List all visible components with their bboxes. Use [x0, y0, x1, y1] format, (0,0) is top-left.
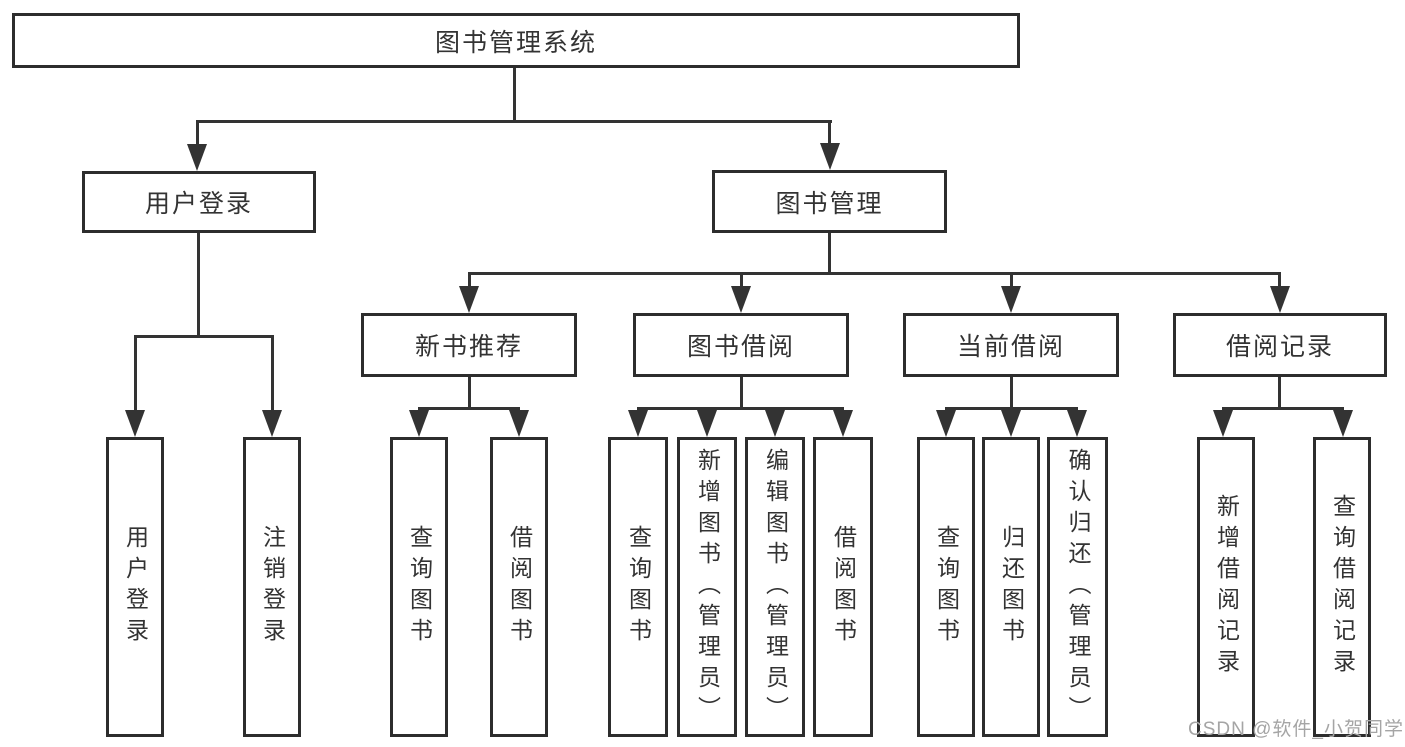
- connector-line: [418, 407, 520, 410]
- connector-arrowhead-down: [731, 286, 751, 313]
- connector-line: [740, 272, 743, 288]
- connector-line: [1278, 272, 1281, 288]
- connector-line: [1222, 407, 1344, 410]
- leaf-borrow-books-borrowing: 借阅图书: [813, 437, 873, 737]
- leaf-edit-book-admin: 编辑图书（管理员）: [745, 437, 805, 737]
- connector-line: [1278, 377, 1281, 409]
- leaf-add-borrow-record: 新增借阅记录: [1197, 437, 1255, 737]
- csdn-watermark: CSDN @软件_小贺同学: [1188, 719, 1404, 740]
- connector-line: [468, 272, 1281, 275]
- connector-arrowhead-down: [262, 410, 282, 437]
- connector-line: [134, 335, 137, 411]
- connector-arrowhead-down: [509, 410, 529, 437]
- node-borrowing-records: 借阅记录: [1173, 313, 1387, 377]
- connector-arrowhead-down: [833, 410, 853, 437]
- connector-line: [740, 377, 743, 409]
- connector-arrowhead-down: [765, 410, 785, 437]
- connector-line: [637, 407, 844, 410]
- connector-line: [468, 272, 471, 288]
- connector-arrowhead-down: [1001, 286, 1021, 313]
- node-user-login: 用户登录: [82, 171, 316, 233]
- connector-arrowhead-down: [1213, 410, 1233, 437]
- connector-line: [1010, 272, 1013, 288]
- node-book-management: 图书管理: [712, 170, 947, 233]
- leaf-return-book: 归还图书: [982, 437, 1040, 737]
- connector-line: [513, 68, 516, 120]
- node-new-book-recommend: 新书推荐: [361, 313, 577, 377]
- connector-line: [134, 335, 274, 338]
- connector-line: [196, 120, 832, 123]
- connector-line: [468, 377, 471, 409]
- connector-line: [196, 120, 199, 145]
- leaf-query-borrow-record: 查询借阅记录: [1313, 437, 1371, 737]
- leaf-borrow-books-recommend: 借阅图书: [490, 437, 548, 737]
- node-current-borrowing: 当前借阅: [903, 313, 1119, 377]
- leaf-query-books-recommend: 查询图书: [390, 437, 448, 737]
- connector-arrowhead-down: [697, 410, 717, 437]
- connector-line: [271, 335, 274, 411]
- leaf-logout: 注销登录: [243, 437, 301, 737]
- connector-arrowhead-down: [125, 410, 145, 437]
- leaf-confirm-return-admin: 确认归还（管理员）: [1047, 437, 1108, 737]
- connector-arrowhead-down: [409, 410, 429, 437]
- connector-line: [197, 233, 200, 335]
- connector-arrowhead-down: [1270, 286, 1290, 313]
- connector-line: [1010, 377, 1013, 409]
- connector-arrowhead-down: [936, 410, 956, 437]
- connector-arrowhead-down: [1067, 410, 1087, 437]
- connector-arrowhead-down: [1333, 410, 1353, 437]
- leaf-query-books-borrowing: 查询图书: [608, 437, 668, 737]
- leaf-add-book-admin: 新增图书（管理员）: [677, 437, 737, 737]
- leaf-user-login: 用户登录: [106, 437, 164, 737]
- connector-arrowhead-down: [1001, 410, 1021, 437]
- connector-arrowhead-down: [628, 410, 648, 437]
- node-library-system: 图书管理系统: [12, 13, 1020, 68]
- connector-arrowhead-down: [820, 143, 840, 170]
- leaf-query-books-current: 查询图书: [917, 437, 975, 737]
- connector-line: [828, 120, 831, 145]
- connector-line: [828, 233, 831, 274]
- connector-arrowhead-down: [187, 144, 207, 171]
- connector-line: [945, 407, 1078, 410]
- node-book-borrowing: 图书借阅: [633, 313, 849, 377]
- connector-arrowhead-down: [459, 286, 479, 313]
